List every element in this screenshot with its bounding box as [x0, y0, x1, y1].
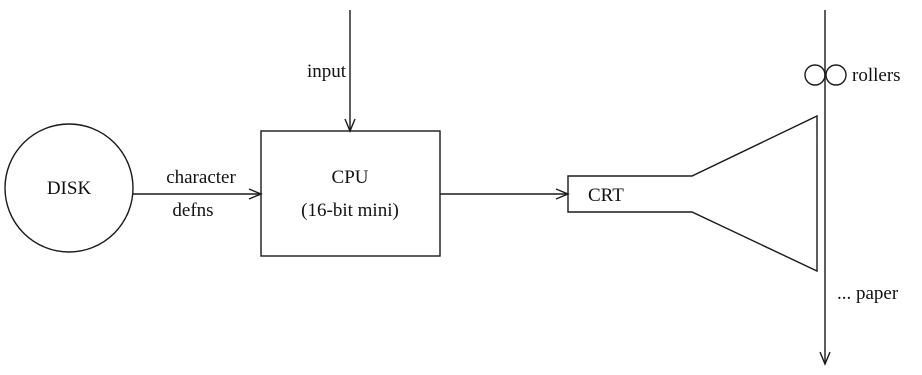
paper-label: ... paper: [837, 283, 899, 304]
disk-to-cpu-label-defns: defns: [172, 200, 213, 221]
crt-tube: [567, 114, 818, 273]
cpu-box: [260, 130, 441, 257]
disk-label: DISK: [47, 178, 92, 199]
disk-circle: [4, 123, 134, 253]
cpu-sublabel: (16-bit mini): [301, 200, 399, 221]
paper-arrowhead: [819, 351, 831, 366]
disk-to-cpu-label-character: character: [166, 167, 236, 188]
cpu-label: CPU: [332, 167, 369, 188]
roller-right-icon: [825, 64, 847, 86]
crt-label: CRT: [588, 185, 624, 206]
roller-left-icon: [804, 64, 826, 86]
rollers-label: rollers: [852, 65, 901, 86]
input-label: input: [307, 61, 347, 82]
